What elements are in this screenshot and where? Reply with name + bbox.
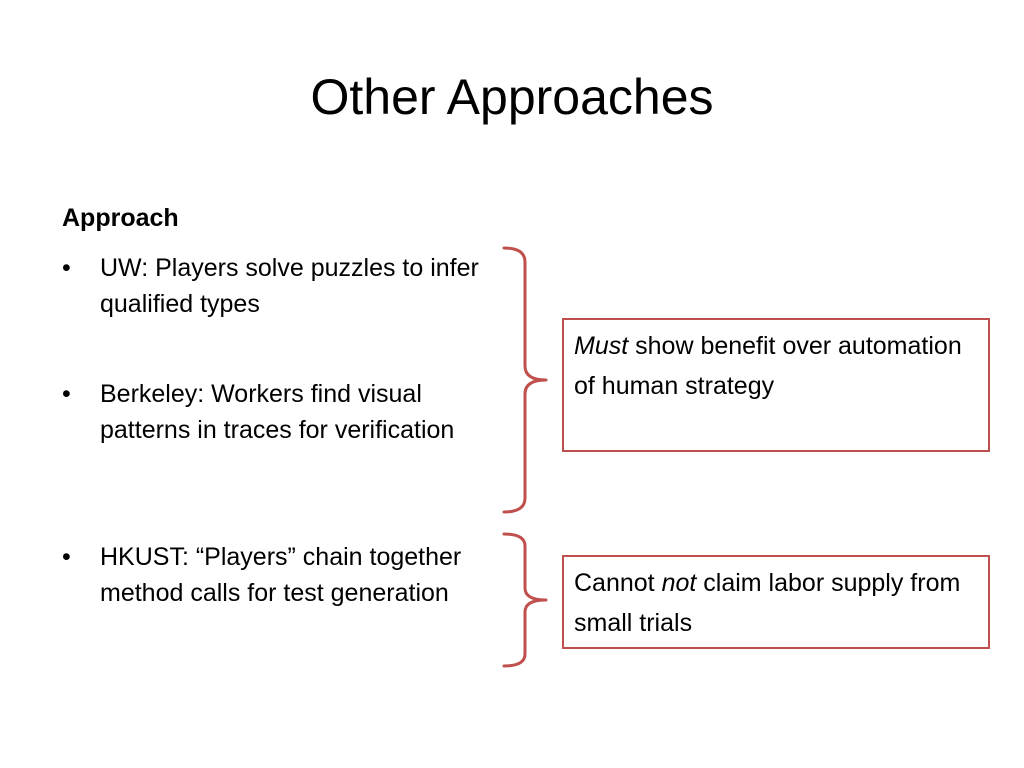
callout-box-cannot: Cannot not claim labor supply from small… — [562, 555, 990, 649]
slide-title: Other Approaches — [310, 69, 714, 125]
right-brace-icon-top — [500, 244, 550, 516]
bullet-item-hkust: • HKUST: “Players” chain together method… — [62, 539, 502, 611]
bullet-item-berkeley: • Berkeley: Workers find visual patterns… — [62, 376, 502, 448]
bullet-item-uw: • UW: Players solve puzzles to infer qua… — [62, 250, 502, 322]
right-brace-icon-bottom — [500, 530, 550, 670]
callout-emphasis: Must — [574, 332, 629, 360]
bullet-icon: • — [62, 254, 71, 282]
approach-heading: Approach — [62, 204, 179, 232]
bullet-icon: • — [62, 380, 71, 408]
right-brace-icon — [502, 532, 548, 668]
callout-text: claim labor supply from small trials — [574, 569, 961, 637]
callout-text: show benefit over automation of human st… — [574, 332, 962, 400]
bullet-text: UW: Players solve puzzles to infer quali… — [100, 254, 479, 318]
callout-emphasis: not — [661, 569, 697, 597]
callout-box-must: Must show benefit over automation of hum… — [562, 318, 990, 452]
right-brace-icon — [502, 246, 548, 514]
bullet-text: HKUST: “Players” chain together method c… — [100, 543, 462, 607]
bullet-icon: • — [62, 543, 71, 571]
callout-lead: Cannot — [574, 569, 662, 597]
bullet-text: Berkeley: Workers find visual patterns i… — [100, 380, 455, 444]
